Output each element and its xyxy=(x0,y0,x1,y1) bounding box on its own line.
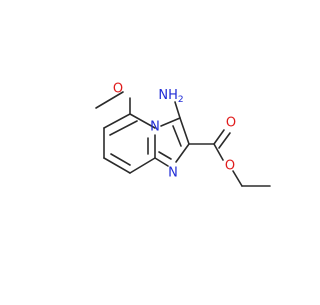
amine-subscript: 2 xyxy=(178,95,184,105)
bond xyxy=(103,157,131,174)
methoxy-oxygen-label: O xyxy=(113,82,123,97)
bond xyxy=(129,157,156,174)
bond xyxy=(154,157,169,167)
bond xyxy=(174,101,181,119)
carbonyl-oxygen-label: O xyxy=(226,116,236,131)
bond xyxy=(109,120,138,136)
bond xyxy=(160,117,181,127)
bond xyxy=(129,113,156,129)
structure-canvas: NH2 N N O O O xyxy=(95,81,271,187)
bond xyxy=(213,129,225,145)
bond xyxy=(218,132,231,149)
amine-label: NH2 xyxy=(158,88,183,105)
bond xyxy=(213,143,224,161)
bond xyxy=(175,143,190,163)
bond xyxy=(179,117,190,145)
bond xyxy=(103,113,131,129)
molecule-diagram: NH2 N N O O O xyxy=(95,82,271,187)
bond xyxy=(95,91,124,109)
amine-text: NH xyxy=(158,88,178,103)
ester-oxygen-label: O xyxy=(225,159,235,174)
bond xyxy=(110,153,131,166)
bond xyxy=(172,125,182,147)
bridgehead-nitrogen-label: N xyxy=(150,120,160,135)
bond xyxy=(158,151,172,160)
imine-nitrogen-label: N xyxy=(168,166,178,181)
bond xyxy=(232,170,243,187)
